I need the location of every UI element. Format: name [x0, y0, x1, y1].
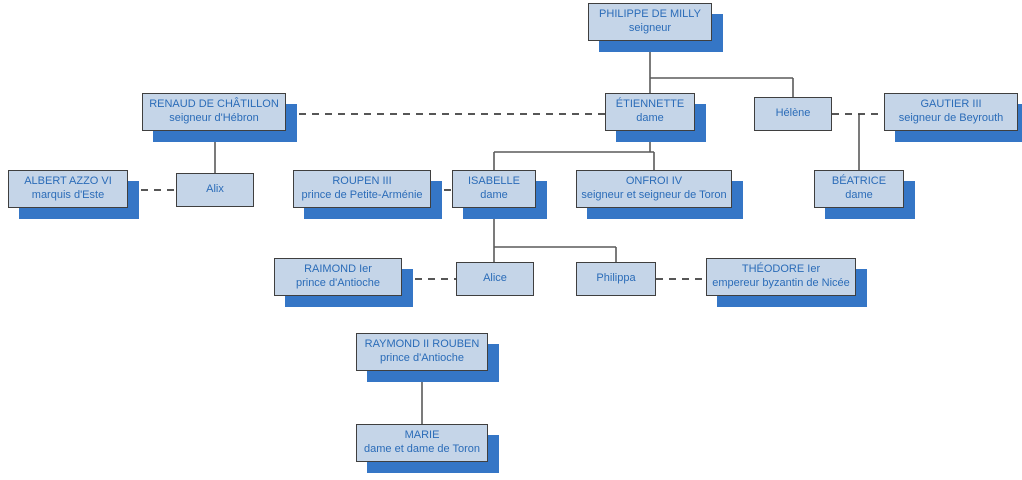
node-roupen-name: ROUPEN III: [332, 175, 392, 188]
node-isabelle-title: dame: [480, 189, 508, 201]
node-albert-title: marquis d'Este: [31, 189, 105, 201]
node-philippe-title: seigneur: [628, 22, 672, 34]
node-raimond1-title: prince d'Antioche: [295, 277, 381, 289]
node-raymond2-name: RAYMOND II ROUBEN: [364, 338, 480, 351]
node-theodore-title: empereur byzantin de Nicée: [712, 277, 850, 289]
node-roupen-title: prince de Petite-Arménie: [301, 189, 423, 201]
node-marie-title: dame et dame de Toron: [364, 443, 480, 455]
node-gautier-title: seigneur de Beyrouth: [898, 112, 1004, 124]
node-raymond2-title: prince d'Antioche: [379, 352, 465, 364]
node-philippa-name: Philippa: [596, 272, 636, 285]
node-alix-name: Alix: [206, 183, 224, 196]
node-isabelle-name: ISABELLE: [468, 175, 520, 188]
node-gautier-name: GAUTIER III: [920, 98, 982, 111]
node-marie-name: MARIE: [404, 429, 440, 442]
node-renaud-title: seigneur d'Hébron: [169, 112, 259, 124]
node-alice-name: Alice: [483, 272, 507, 285]
node-onfroi-name: ONFROI IV: [625, 175, 683, 188]
node-alix[interactable]: Alix: [176, 173, 254, 207]
node-theodore-name: THÉODORE Ier: [741, 263, 821, 276]
node-beatrice-title: dame: [845, 189, 873, 201]
node-beatrice-name: BÉATRICE: [831, 175, 887, 188]
node-onfroi-title: seigneur et seigneur de Toron: [581, 189, 727, 201]
node-etiennette-name: ÉTIENNETTE: [615, 98, 685, 111]
node-alice[interactable]: Alice: [456, 262, 534, 296]
node-philippe-name: PHILIPPE DE MILLY: [599, 8, 701, 21]
node-helene[interactable]: Hélène: [754, 97, 832, 131]
node-helene-name: Hélène: [775, 107, 811, 120]
node-etiennette-title: dame: [636, 112, 664, 124]
node-renaud-name: RENAUD DE CHÂTILLON: [149, 98, 279, 111]
node-philippa[interactable]: Philippa: [576, 262, 656, 296]
node-albert-name: ALBERT AZZO VI: [24, 175, 112, 188]
node-raimond1-name: RAIMOND Ier: [304, 263, 372, 276]
